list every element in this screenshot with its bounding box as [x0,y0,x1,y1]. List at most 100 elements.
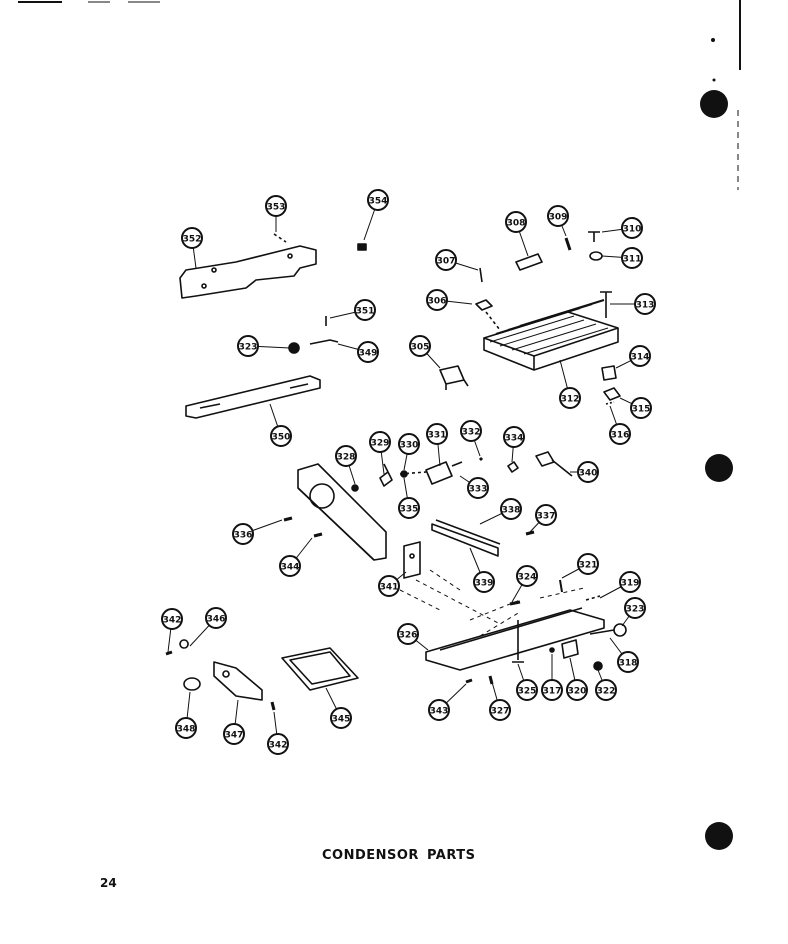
callout-circle [500,498,522,520]
callout-label: 331 [428,431,447,441]
callout-344: 344 [279,537,313,577]
callout-label: 308 [507,219,526,229]
callout-circle [428,699,450,721]
callout-circle [335,445,357,467]
callout-314: 314 [615,345,651,369]
callout-334: 334 [503,426,525,463]
callout-label: 315 [632,405,651,415]
callout-circle [357,341,379,363]
binder-hole-3 [705,822,733,850]
callout-circle [541,679,563,701]
callout-label: 320 [568,687,587,697]
callout-329: 329 [369,431,391,475]
callout-circle [629,345,651,367]
drain-pan-drawing [281,647,359,691]
callout-label: 326 [399,631,418,641]
callout-label: 343 [430,707,449,717]
callout-circle [267,733,289,755]
callout-label: 305 [411,343,430,353]
callout-label: 338 [502,506,521,516]
callout-label: 325 [518,687,537,697]
callout-label: 311 [623,255,642,265]
callout-label: 351 [356,307,375,317]
callout-351: 351 [329,299,376,321]
callout-circle [617,651,639,673]
callout-label: 319 [621,579,640,589]
callout-333: 333 [459,475,489,499]
callout-circle [621,217,643,239]
callout-circle [181,227,203,249]
callout-label: 329 [371,439,390,449]
fan-motor-drawing [425,461,453,485]
binder-hole-1 [700,90,728,118]
callout-circle [265,195,287,217]
callout-label: 312 [561,395,580,405]
condenser-coil-drawing [483,299,619,371]
callout-label: 352 [183,235,202,245]
callout-354: 354 [363,189,389,241]
callout-343: 343 [428,683,467,721]
callout-label: 327 [491,707,510,717]
callout-label: 318 [619,659,638,669]
callout-340: 340 [570,461,599,483]
callout-label: 330 [400,441,419,451]
callout-circle [354,299,376,321]
callout-label: 339 [475,579,494,589]
callout-circle [621,247,643,269]
callout-353: 353 [265,195,287,232]
callout-label: 323 [239,343,258,353]
callout-circle [398,497,420,519]
callout-circle [630,397,652,419]
callout-circle [516,679,538,701]
callout-331: 331 [426,423,448,467]
callout-312: 312 [559,359,581,409]
callout-label: 313 [636,301,655,311]
callout-label: 332 [462,428,481,438]
callout-label: 344 [281,563,300,573]
title-word-1: CONDENSOR [322,848,419,863]
callout-circle [270,425,292,447]
callout-label: 336 [234,531,253,541]
callout-circle [577,553,599,575]
callout-323: 323 [237,335,291,357]
callout-306: 306 [426,289,473,311]
callout-circle [409,335,431,357]
callout-label: 354 [369,197,388,207]
callout-label: 350 [272,433,291,443]
baffle-strip-drawing [431,523,499,557]
callout-325: 325 [516,663,538,701]
callout-circle [435,249,457,271]
callout-332: 332 [460,420,482,457]
rail-drawing [185,375,321,419]
callout-label: 334 [505,434,524,444]
callout-circle [559,387,581,409]
shroud-plate-drawing [297,463,387,561]
callout-circle [489,699,511,721]
scan-artifacts [18,0,741,850]
callout-circle [175,717,197,739]
callout-circle [535,504,557,526]
callout-circle [205,607,227,629]
callout-309: 309 [547,205,569,237]
callout-circle [330,707,352,729]
callout-320: 320 [566,657,588,701]
callout-circle [505,211,527,233]
callout-label: 335 [400,505,419,515]
callout-337: 337 [529,504,557,533]
callout-317: 317 [541,654,563,701]
callout-label: 310 [623,225,642,235]
callout-328: 328 [335,445,357,485]
callout-313: 313 [610,293,656,315]
part-drawings [165,231,627,711]
callout-342: 342 [267,711,289,755]
callout-circle [232,523,254,545]
callout-349: 349 [337,341,379,363]
callout-label: 323 [626,605,645,615]
callout-326: 326 [397,623,429,651]
title-word-2: PARTS [426,848,476,863]
callout-circle [503,426,525,448]
callout-352: 352 [181,227,203,269]
callout-label: 345 [332,715,351,725]
callout-circle [161,608,183,630]
